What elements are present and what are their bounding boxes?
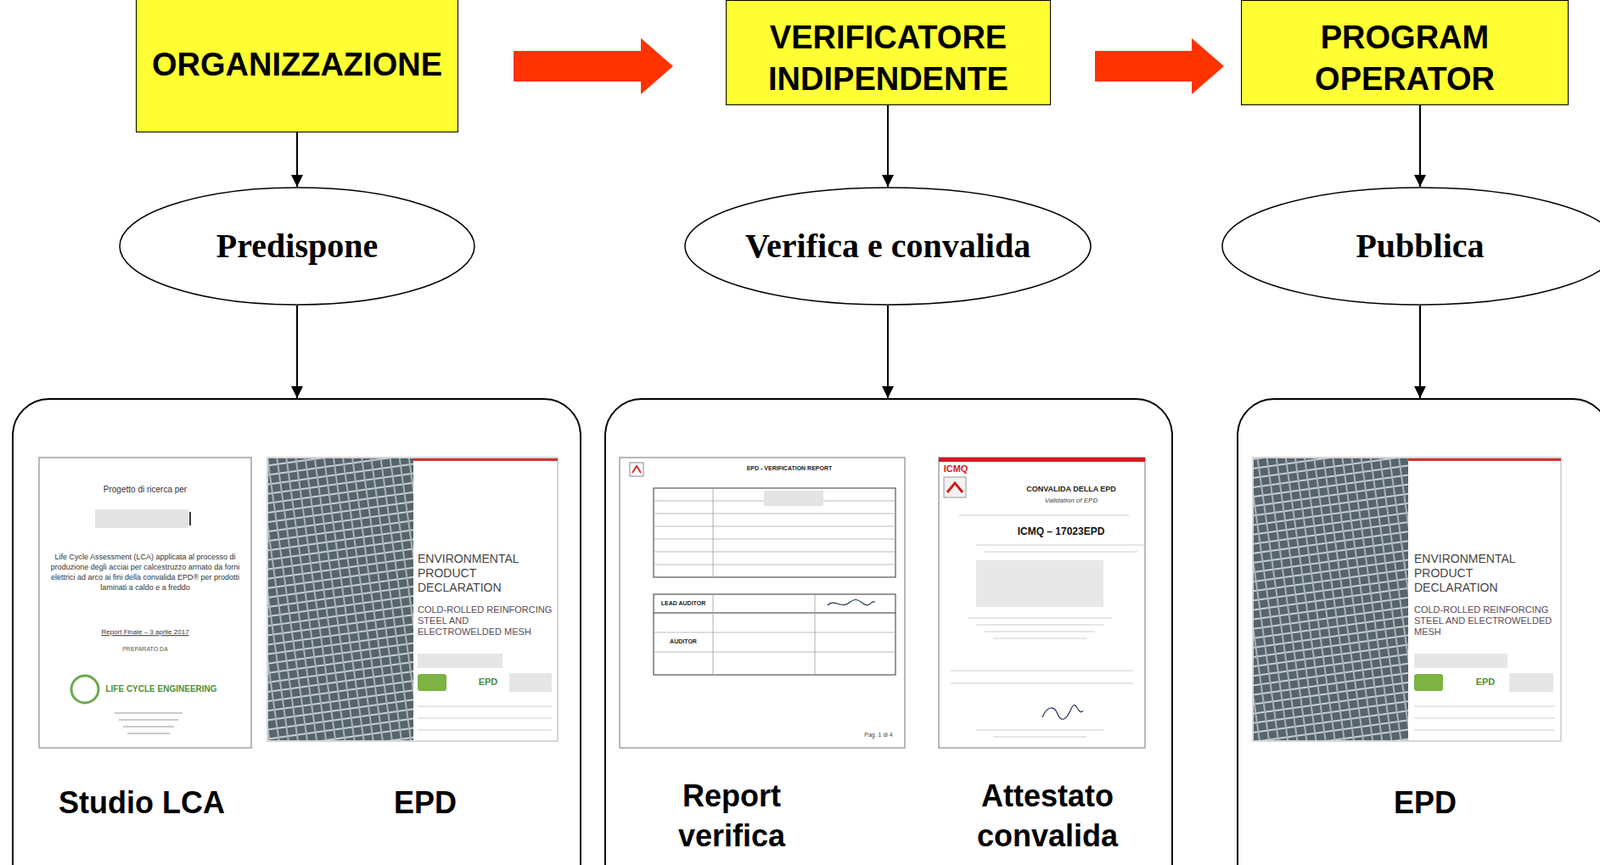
document-text: EPD — [1476, 676, 1496, 688]
connector-arrow — [296, 132, 298, 187]
connector-arrow — [1419, 105, 1421, 187]
ellipse-border — [119, 187, 475, 305]
document-text: Progetto di ricerca per — [103, 484, 187, 495]
document-text: ENVIRONMENTAL PRODUCT DECLARATION — [1414, 551, 1557, 595]
document-caption: EPD — [340, 783, 511, 824]
ellipse-border — [684, 187, 1091, 305]
output-panel: Report verifica Attestato convalida — [604, 398, 1174, 865]
document-text: ICMQ – 17023EPD — [1017, 525, 1106, 538]
document-text: Validation of EPD — [1044, 496, 1098, 506]
flow-arrow — [1094, 38, 1224, 95]
activity-name: Verifica e convalida — [745, 225, 1031, 267]
activity-name: Pubblica — [1355, 225, 1484, 267]
document-text: LEAD AUDITOR — [661, 600, 707, 607]
actor-name: PROGRAM OPERATOR — [1241, 16, 1568, 102]
document-text: COLD-ROLLED REINFORCING STEEL AND ELECTR… — [417, 604, 554, 639]
activity-ellipse: Verifica e convalida — [684, 186, 1092, 306]
ellipse-border — [1222, 187, 1600, 305]
epd-cover — [267, 457, 558, 742]
connector-arrow — [887, 305, 889, 399]
document-caption: Attestato convalida — [945, 776, 1150, 857]
document-text: Life Cycle Assessment (LCA) applicata al… — [49, 551, 242, 594]
document-caption: Report verifica — [646, 776, 817, 857]
actor-box: PROGRAM OPERATOR — [1240, 0, 1569, 106]
document-text: LIFE CYCLE ENGINEERING — [105, 684, 217, 695]
actor-name: VERIFICATORE INDIPENDENTE — [726, 16, 1050, 102]
document-text: CONVALIDA DELLA EPD — [1026, 484, 1117, 495]
document-text: ICMQ — [943, 463, 969, 475]
document-text: EPD — [478, 676, 499, 688]
published-epd-cover — [1252, 457, 1561, 742]
activity-ellipse: Pubblica — [1221, 186, 1600, 306]
flow-arrow — [513, 38, 674, 95]
actor-box: ORGANIZZAZIONE — [135, 0, 459, 133]
lca-study-cover — [39, 457, 252, 748]
document-text: AUDITOR — [669, 638, 697, 646]
validation-certificate — [938, 457, 1146, 748]
document-text: Report Finale – 3 aprile 2017 — [101, 628, 189, 637]
document-text: COLD-ROLLED REINFORCING STEEL AND ELECTR… — [1414, 604, 1557, 639]
verification-report-page — [619, 457, 905, 748]
document-caption: EPD — [1340, 783, 1511, 824]
actor-name: ORGANIZZAZIONE — [136, 44, 458, 86]
document-text: PREPARATO DA — [122, 645, 169, 653]
activity-ellipse: Predispone — [118, 186, 476, 306]
actor-box: VERIFICATORE INDIPENDENTE — [725, 0, 1051, 106]
connector-arrow — [1419, 305, 1421, 399]
document-text: ENVIRONMENTAL PRODUCT DECLARATION — [417, 551, 554, 595]
connector-arrow — [887, 105, 889, 187]
document-caption: Studio LCA — [14, 783, 270, 824]
document-text: Pag. 1 di 4 — [864, 731, 893, 739]
connector-arrow — [296, 305, 298, 399]
activity-name: Predispone — [216, 225, 378, 267]
document-text: EPD - VERIFICATION REPORT — [746, 465, 833, 472]
